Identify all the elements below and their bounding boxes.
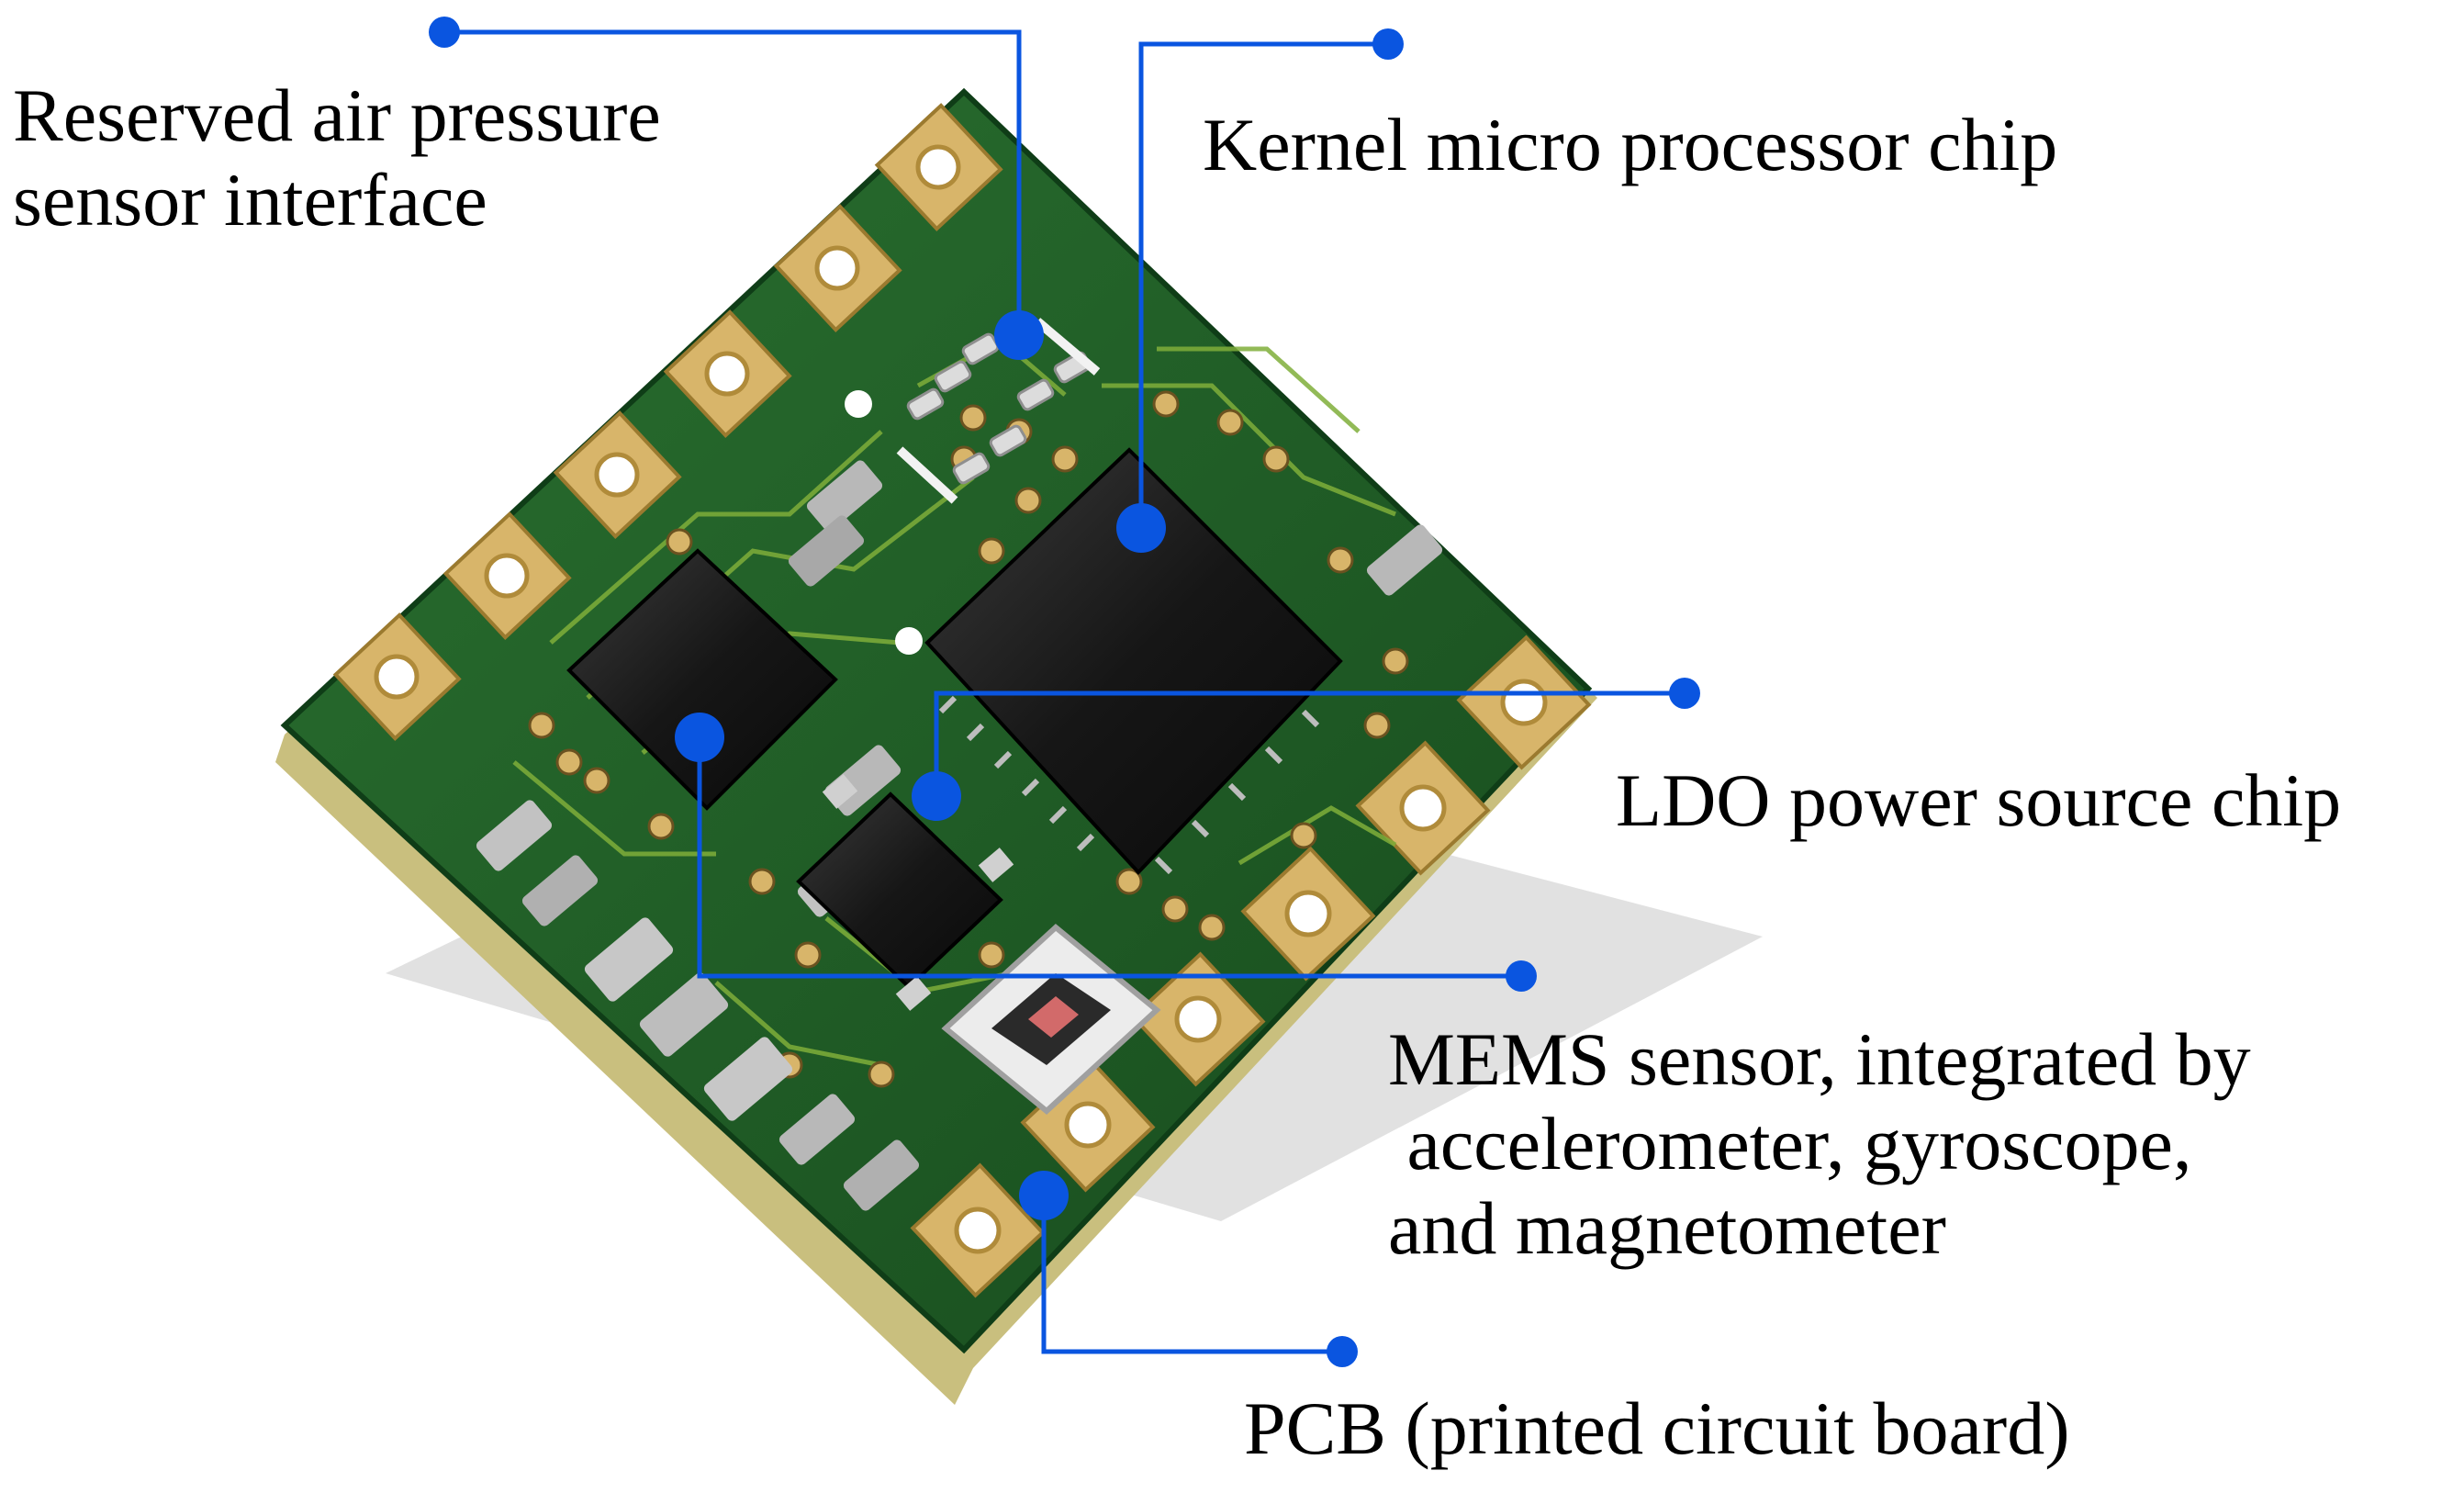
crystal-component <box>941 924 1161 1115</box>
silkscreen-outline <box>896 446 958 504</box>
callout-end-dot <box>1327 1336 1358 1367</box>
callout-line-mems <box>697 737 1521 979</box>
kernel-micro-processor-chip <box>924 447 1343 875</box>
callout-target-dot-kernel <box>1116 503 1166 553</box>
label-line: sensor interface <box>13 158 487 241</box>
callout-dots <box>429 17 1700 1367</box>
edge-pad-holes-upper-left <box>374 144 961 700</box>
white-marker-dot <box>845 390 872 418</box>
label-air-pressure-interface: Reserved air pressure sensor interface <box>13 73 661 242</box>
mems-sensor-chip <box>566 548 838 811</box>
label-line: Reserved air pressure <box>13 73 661 157</box>
callout-end-dot <box>1669 678 1700 709</box>
label-line: and magnetometer <box>1388 1186 1946 1270</box>
label-line: MEMS sensor, integrated by <box>1388 1017 2251 1101</box>
ldo-power-source-chip <box>796 791 1003 990</box>
label-line: PCB (printed circuit board) <box>1244 1386 2070 1470</box>
label-pcb: PCB (printed circuit board) <box>1244 1386 2070 1471</box>
label-line: accelerometer, gyroscope, <box>1388 1102 2192 1185</box>
callout-line-pcb <box>1041 1196 1342 1354</box>
callout-end-dot <box>429 17 460 48</box>
label-line: Kernel micro processor chip <box>1203 103 2058 186</box>
callout-line-ldo <box>934 690 1685 796</box>
white-marker-dot <box>895 627 923 655</box>
label-ldo-power-chip: LDO power source chip <box>1616 758 2341 843</box>
label-mems-sensor: MEMS sensor, integrated by accelerometer… <box>1388 1017 2251 1271</box>
callout-target-dot-pcb <box>1019 1171 1069 1220</box>
callout-end-dot <box>1506 960 1537 992</box>
callout-target-dot-mems <box>675 713 724 762</box>
air-pressure-interface-pads <box>906 332 1092 485</box>
label-kernel-processor: Kernel micro processor chip <box>1203 103 2057 187</box>
callout-lines <box>444 29 1685 1354</box>
callout-line-kernel <box>1138 41 1388 528</box>
mcu-pins <box>938 695 1320 875</box>
silkscreen-outline <box>1034 318 1101 376</box>
callout-target-dot-ldo <box>912 771 961 821</box>
callout-line-air-pressure <box>444 29 1022 335</box>
ldo-pins <box>822 774 1014 1011</box>
edge-pad-holes-lower-right <box>954 679 1548 1254</box>
callout-target-dot-air-pressure <box>994 310 1044 360</box>
callout-end-dot <box>1372 28 1404 60</box>
label-line: LDO power source chip <box>1616 758 2342 842</box>
